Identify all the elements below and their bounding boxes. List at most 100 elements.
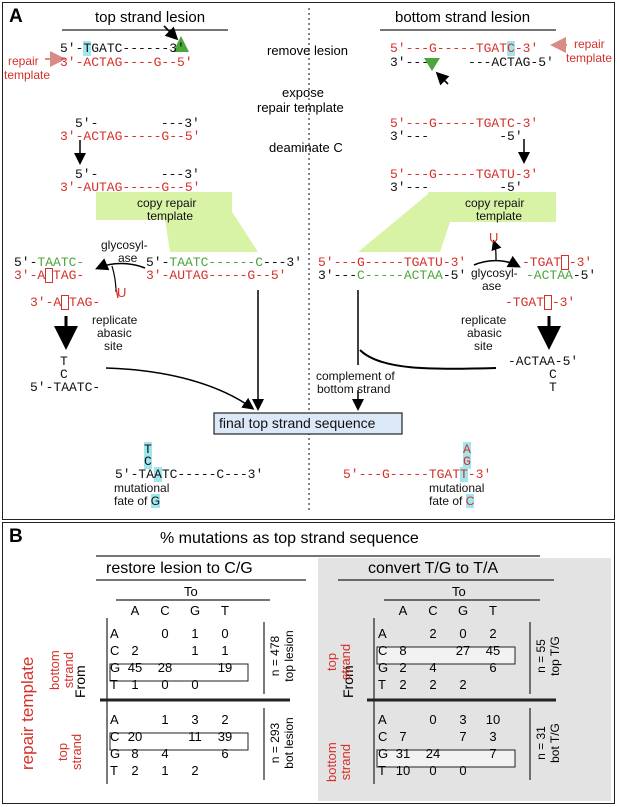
bottom-strand-header: bottom strand lesion bbox=[395, 9, 531, 26]
right-col-T: T bbox=[489, 603, 497, 618]
step-remove-lesion: remove lesion bbox=[267, 43, 348, 58]
left-top-row-T: T bbox=[110, 677, 118, 692]
copy-template-right-2: template bbox=[476, 209, 523, 223]
right-bot-cell-1-2: 7 bbox=[459, 729, 467, 744]
seq-left-top-2: 3'-ACTAG----G--5' bbox=[60, 55, 193, 70]
right-bot-row-T: T bbox=[378, 763, 386, 778]
final-box-text: final top strand sequence bbox=[219, 415, 376, 431]
right-top-cell-1-0: 8 bbox=[399, 643, 407, 658]
left-top-cell-2-1: 28 bbox=[157, 660, 173, 675]
fate-left-base: G bbox=[150, 494, 161, 508]
right-bot-cell-0-2: 3 bbox=[459, 712, 467, 727]
seq-right-glyco-1: -TGAT -3' bbox=[522, 255, 593, 270]
left-col-A: A bbox=[130, 603, 140, 618]
left-top-cell-0-3: 0 bbox=[221, 626, 229, 641]
seq-left-rep-3: 5'-TAATC- bbox=[30, 380, 101, 395]
left-top-cell-0-1: 0 bbox=[161, 626, 169, 641]
left-top-cell-3-2: 0 bbox=[191, 677, 199, 692]
replicate-right-3: site bbox=[474, 339, 493, 353]
right-top-row-T: T bbox=[378, 677, 386, 692]
seq-left-abasic: 3'-A TAG- bbox=[30, 295, 101, 310]
final-right-stack-1: A bbox=[463, 442, 471, 457]
replicate-right-1: replicate bbox=[461, 313, 507, 327]
repair-template-label-left-2: template bbox=[4, 68, 51, 82]
right-top-cell-0-2: 0 bbox=[459, 626, 467, 641]
right-top-cell-1-2: 27 bbox=[455, 643, 471, 658]
right-top-cell-2-0: 2 bbox=[399, 660, 407, 675]
lesion-triangle-bottom bbox=[424, 58, 440, 71]
copy-template-left-1: copy repair bbox=[137, 196, 197, 210]
right-bot-cell-2-3: 7 bbox=[489, 746, 497, 761]
step-expose-2: repair template bbox=[257, 100, 344, 115]
left-header: restore lesion to C/G bbox=[106, 560, 253, 577]
right-to-label: To bbox=[452, 584, 466, 599]
fate-right-1: mutational bbox=[429, 481, 485, 495]
right-bot-cell-3-1: 0 bbox=[429, 763, 437, 778]
seq-right-glyco-2: -ACTAA-5' bbox=[526, 268, 597, 283]
seq-right-abasic: -TGAT -3' bbox=[505, 295, 576, 310]
right-top-row-G: G bbox=[378, 660, 389, 675]
fate-right-2: fate of C bbox=[429, 494, 475, 508]
seq-right-exposed-1: 5'---G-----TGATC-3' bbox=[390, 116, 539, 131]
right-top-row-C: C bbox=[378, 643, 388, 658]
left-to-label: To bbox=[184, 584, 198, 599]
right-bot-cell-3-2: 0 bbox=[459, 763, 467, 778]
right-bot-cell-2-0: 31 bbox=[395, 746, 411, 761]
replicate-right-2: abasic bbox=[467, 326, 502, 340]
seq-left-rep-1: T bbox=[60, 354, 68, 369]
fate-right-base: C bbox=[465, 494, 475, 508]
replicate-left-3: site bbox=[104, 339, 123, 353]
left-top-cell-1-2: 1 bbox=[191, 643, 199, 658]
right-top-row-A: A bbox=[378, 626, 387, 641]
uracil-left: U bbox=[117, 285, 127, 300]
right-bot-row-A: A bbox=[378, 712, 387, 727]
seq-left-deam-1: 5'- ---3' bbox=[75, 167, 200, 182]
left-bot-cell-0-1: 1 bbox=[161, 712, 169, 727]
repair-template-label-right-1: repair bbox=[574, 37, 605, 51]
final-left-stack-2: C bbox=[144, 454, 152, 469]
panel-a-label: A bbox=[9, 6, 23, 27]
repair-template-label-left-1: repair bbox=[8, 54, 39, 68]
seq-left-rep-2: C bbox=[60, 367, 68, 382]
left-bot-row-T: T bbox=[110, 763, 118, 778]
left-top-cell-2-0: 45 bbox=[127, 660, 143, 675]
final-right-stack-2: G bbox=[463, 454, 471, 469]
seq-right-top-1: 5'---G-----TGATC-3' bbox=[390, 41, 539, 56]
seq-left-exposed-1: 5'- ---3' bbox=[75, 116, 200, 131]
left-bot-cell-0-2: 3 bbox=[191, 712, 199, 727]
right-bot-cell-2-1: 24 bbox=[425, 746, 441, 761]
left-top-cell-0-2: 1 bbox=[191, 626, 199, 641]
right-col-A: A bbox=[398, 603, 408, 618]
seq-left-copy-1: 5'-TAATC------C---3' bbox=[146, 255, 303, 270]
repair-template-label-right-2: template bbox=[566, 51, 613, 65]
seq-right-exposed-2: 3'--- -5' bbox=[390, 129, 523, 144]
left-top-row-C: C bbox=[110, 643, 120, 658]
left-bot-cell-1-0: 20 bbox=[127, 729, 143, 744]
seq-right-deam-1: 5'---G-----TGATU-3' bbox=[390, 167, 539, 182]
left-bot-cell-2-1: 4 bbox=[161, 746, 169, 761]
seq-right-copy-2: 3'---C-----ACTAA-5' bbox=[318, 268, 467, 283]
seq-left-glyco-1: 5'-TAATC- bbox=[14, 255, 85, 270]
right-bot-row-C: C bbox=[378, 729, 388, 744]
seq-left-copy-2: 3'-AUTAG-----G--5' bbox=[146, 268, 287, 283]
seq-left-exposed-2: 3'-ACTAG-----G--5' bbox=[60, 129, 201, 144]
right-bot-cell-0-1: 0 bbox=[429, 712, 437, 727]
left-top-cell-3-1: 0 bbox=[161, 677, 169, 692]
replicate-left-1: replicate bbox=[92, 313, 138, 327]
left-top-row-G: G bbox=[110, 660, 121, 675]
right-bot-cell-3-0: 10 bbox=[395, 763, 411, 778]
left-top-cell-1-3: 1 bbox=[221, 643, 229, 658]
seq-right-rep-3: T bbox=[549, 380, 557, 395]
seq-right-top-2: 3'--- ---ACTAG-5' bbox=[390, 55, 554, 70]
glycosylase-left-1: glycosyl- bbox=[101, 238, 148, 252]
complement-1: complement of bbox=[316, 369, 395, 383]
glycosylase-left-2: ase bbox=[118, 251, 138, 265]
final-box bbox=[213, 412, 403, 435]
copy-template-right-1: copy repair bbox=[465, 196, 525, 210]
